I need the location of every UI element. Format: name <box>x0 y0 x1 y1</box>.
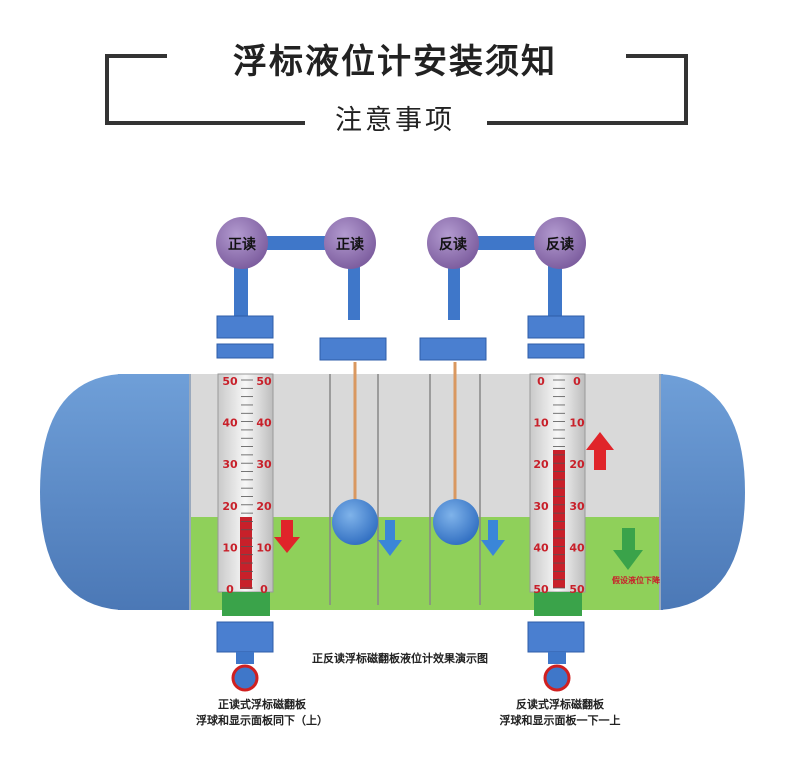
left-scale-left-label: 10 <box>222 541 238 554</box>
left-drain-valve-icon <box>231 664 259 692</box>
level-gauge-diagram: 正读 正读 反读 反读 50 50 40 40 30 30 20 20 10 10 0 0 0 0 10 10 20 2… <box>40 217 745 727</box>
left-scale-left-label: 20 <box>222 500 238 513</box>
left-scale-right-label: 40 <box>256 417 272 430</box>
left-scale-right-label: 0 <box>260 583 268 596</box>
right-drain-valve-icon <box>543 664 571 692</box>
left-green-block <box>222 592 270 616</box>
mid-left-down-arrow-icon <box>378 520 402 556</box>
page-title: 浮标液位计安装须知 <box>233 42 557 82</box>
right-scale-left-label: 20 <box>533 458 549 471</box>
tank-left-cap <box>40 374 120 610</box>
right-scale-right-label: 10 <box>569 417 585 430</box>
gauge-head-1: 正读 <box>216 217 268 269</box>
right-bottom-stem <box>548 652 566 664</box>
right-red-column <box>553 450 565 588</box>
frame-top-right-line <box>626 54 688 58</box>
right-scale-left-label: 0 <box>537 375 545 388</box>
header: 浮标液位计安装须知 注意事项 <box>0 0 790 170</box>
right-scale-right-label: 0 <box>573 375 581 388</box>
frame-right-side <box>684 54 688 125</box>
right-green-block <box>534 592 582 616</box>
left-down-arrow-icon <box>274 520 300 553</box>
right-up-arrow-icon <box>586 432 614 470</box>
caption-left-line1: 正读式浮标磁翻板 <box>218 697 307 711</box>
page-subtitle: 注意事项 <box>335 105 455 136</box>
mid-left-float-ball <box>332 499 378 545</box>
caption-right-line2: 浮球和显示面板一下一上 <box>500 713 621 727</box>
frame-top-left-line <box>105 54 167 58</box>
mid-right-float-ball <box>433 499 479 545</box>
tank <box>40 374 745 610</box>
right-scale-left-label: 50 <box>533 583 549 596</box>
mid-left-float-assembly <box>319 262 387 605</box>
left-top-flange-2 <box>216 343 274 359</box>
gauge-head-label: 反读 <box>546 236 574 253</box>
right-gauge-stem <box>548 262 562 320</box>
caption-left-line2: 浮球和显示面板同下（上） <box>196 713 328 727</box>
left-bottom-stem <box>236 652 254 664</box>
right-gauge <box>527 262 586 692</box>
left-bottom-flange <box>216 621 274 653</box>
mid-right-flange <box>419 337 487 361</box>
frame-bottom-right-line <box>487 121 688 125</box>
right-top-flange-2 <box>527 343 585 359</box>
left-scale-right-label: 50 <box>256 375 272 388</box>
right-scale-right-label: 30 <box>569 500 585 513</box>
gauge-head-2: 正读 <box>324 217 376 269</box>
right-scale-right-label: 40 <box>569 541 585 554</box>
right-scale-right-label: 20 <box>569 458 585 471</box>
left-scale-right-label: 10 <box>256 541 272 554</box>
left-top-flange <box>216 315 274 339</box>
caption-right-line1: 反读式浮标磁翻板 <box>516 697 605 711</box>
gauge-head-circle <box>534 217 586 269</box>
left-gauge <box>216 262 274 692</box>
mid-right-float-assembly <box>419 262 487 605</box>
left-scale-left-label: 30 <box>222 458 238 471</box>
left-gauge-stem <box>234 262 248 320</box>
right-green-down-arrow-icon <box>613 528 643 570</box>
left-scale-left-label: 50 <box>222 375 238 388</box>
gauge-head-label: 正读 <box>228 236 256 253</box>
right-scale-left-label: 30 <box>533 500 549 513</box>
gauge-head-circle <box>216 217 268 269</box>
frame-left-side <box>105 54 109 125</box>
right-bottom-flange <box>527 621 585 653</box>
left-scale-left-label: 0 <box>226 583 234 596</box>
left-scale-right-label: 20 <box>256 500 272 513</box>
gauge-head-label: 反读 <box>439 236 467 253</box>
right-scale-left-label: 10 <box>533 417 549 430</box>
mid-right-stem <box>448 262 460 320</box>
right-scale-right-label: 50 <box>569 583 585 596</box>
tank-right-cap <box>660 374 745 610</box>
mid-left-flange <box>319 337 387 361</box>
caption-center: 正反读浮标磁翻板液位计效果演示图 <box>312 651 488 665</box>
arrow-label: 假设液位下降 <box>612 575 661 585</box>
left-scale-right-label: 30 <box>256 458 272 471</box>
gauge-head-circle <box>427 217 479 269</box>
left-red-column <box>240 517 252 589</box>
mid-left-stem <box>348 262 360 320</box>
right-top-flange <box>527 315 585 339</box>
mid-right-down-arrow-icon <box>481 520 505 556</box>
left-scale-left-label: 40 <box>222 417 238 430</box>
gauge-head-4: 反读 <box>534 217 586 269</box>
frame-bottom-left-line <box>105 121 305 125</box>
gauge-head-3: 反读 <box>427 217 479 269</box>
gauge-head-circle <box>324 217 376 269</box>
diagram: 正读 正读 反读 反读 50 50 40 40 30 30 20 20 10 10 0 0 0 0 10 10 20 2… <box>0 170 790 754</box>
gauge-head-label: 正读 <box>336 236 364 253</box>
right-scale-left-label: 40 <box>533 541 549 554</box>
